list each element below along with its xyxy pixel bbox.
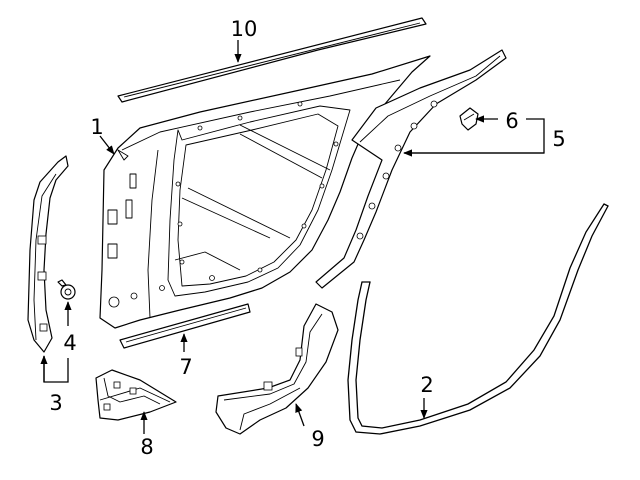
callout-leaders xyxy=(40,40,545,434)
lower-bracket-part xyxy=(95,369,177,421)
small-clip-part xyxy=(459,107,479,131)
door-shell-part xyxy=(99,55,431,329)
callout-4: 4 xyxy=(63,331,76,355)
trim-piece-part xyxy=(215,303,339,435)
clip-part xyxy=(57,279,76,300)
callout-3: 3 xyxy=(49,391,62,415)
weatherstrip-part xyxy=(315,49,507,289)
callout-9: 9 xyxy=(311,427,324,451)
body-seal-part xyxy=(347,203,609,435)
lower-seal-part xyxy=(119,303,251,349)
callout-2: 2 xyxy=(420,373,433,397)
callout-8: 8 xyxy=(140,435,153,459)
callout-5: 5 xyxy=(552,127,565,151)
belt-molding-part xyxy=(117,17,427,103)
callout-10: 10 xyxy=(231,17,258,41)
front-edge-trim-part xyxy=(27,155,69,353)
callout-1: 1 xyxy=(90,115,103,139)
callout-7: 7 xyxy=(179,355,192,379)
callout-6: 6 xyxy=(505,109,518,133)
